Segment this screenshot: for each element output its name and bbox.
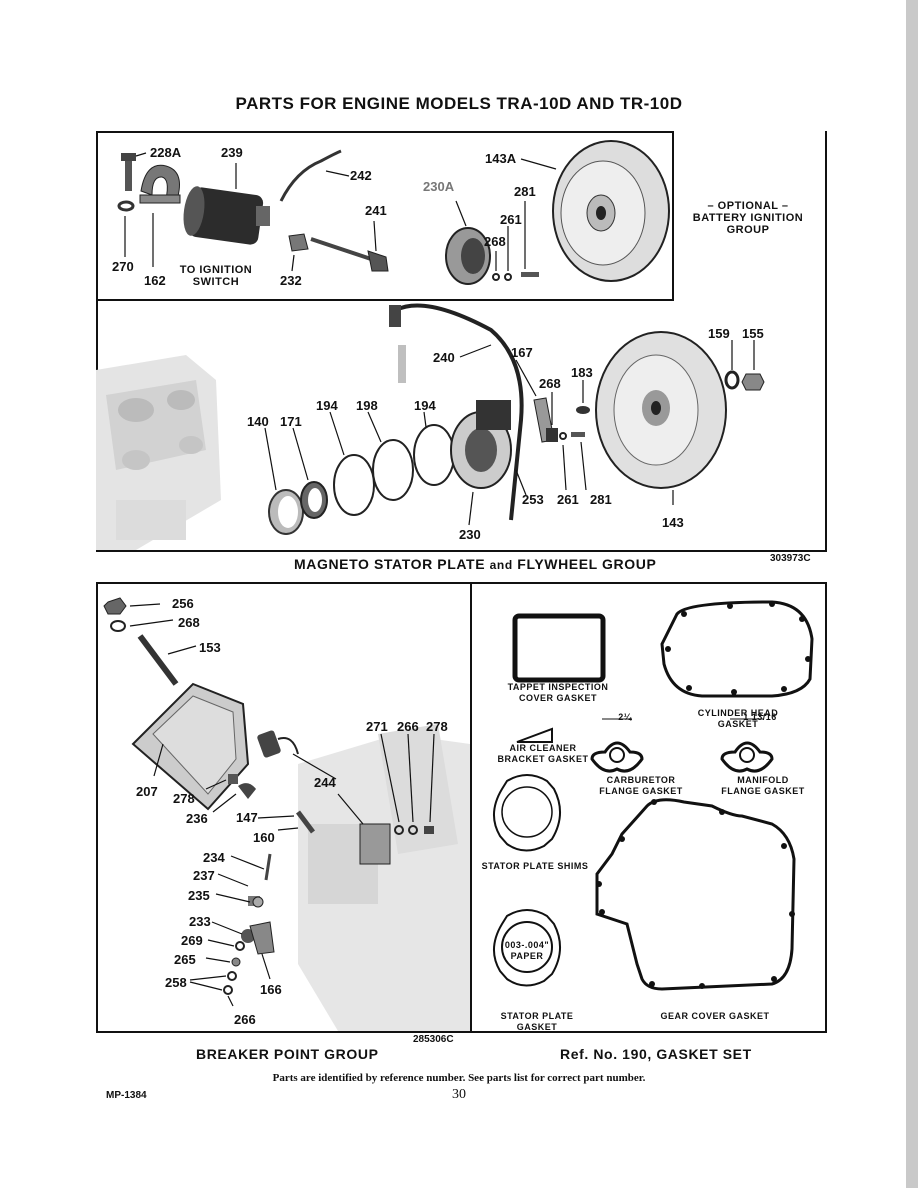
ref-261: 261 <box>500 212 522 227</box>
ref-236: 236 <box>186 811 208 826</box>
ref-266: 266 <box>397 719 419 734</box>
magneto-caption-suffix: FLYWHEEL GROUP <box>517 556 657 572</box>
ref-281-mag: 281 <box>590 492 612 507</box>
ref-270: 270 <box>112 259 134 274</box>
optional-battery-group-label: – OPTIONAL – BATTERY IGNITION GROUP <box>686 200 810 236</box>
ref-242: 242 <box>350 168 372 183</box>
ref-147: 147 <box>236 810 258 825</box>
ref-239: 239 <box>221 145 243 160</box>
ref-207: 207 <box>136 784 158 799</box>
ref-230a: 230A <box>423 179 455 194</box>
carburetor-gasket-label: CARBURETOR FLANGE GASKET <box>596 775 686 797</box>
carb-label-1: CARBURETOR <box>606 775 676 785</box>
ref-278-b: 278 <box>173 791 195 806</box>
footer-note: Parts are identified by reference number… <box>272 1072 646 1084</box>
paper-label-1: 003-.004" <box>504 940 550 950</box>
lower-panel-border <box>96 582 827 1033</box>
battery-ignition-text: BATTERY IGNITION <box>692 212 804 224</box>
ref-153: 153 <box>199 640 221 655</box>
manifold-dimension: 1 13/16 <box>743 712 777 722</box>
page-number: 30 <box>452 1087 466 1102</box>
magneto-illustration <box>96 303 765 550</box>
ref-232: 232 <box>280 273 302 288</box>
ref-230: 230 <box>459 527 481 542</box>
carburetor-dimension: 2¼ <box>618 712 632 722</box>
ref-235: 235 <box>188 888 210 903</box>
breaker-caption: BREAKER POINT GROUP <box>196 1046 379 1062</box>
manifold-label-2: FLANGE GASKET <box>721 786 805 796</box>
ref-281: 281 <box>514 184 536 199</box>
doc-code: MP-1384 <box>106 1090 147 1101</box>
switch-text: SWITCH <box>192 276 240 288</box>
ref-143a: 143A <box>485 151 517 166</box>
ref-237: 237 <box>193 868 215 883</box>
ref-160: 160 <box>253 830 275 845</box>
tappet-gasket-label: TAPPET INSPECTION COVER GASKET <box>503 682 613 704</box>
breaker-illustration <box>103 597 470 1031</box>
ref-253: 253 <box>522 492 544 507</box>
manifold-label-1: MANIFOLD <box>737 775 789 785</box>
magneto-caption-prefix: MAGNETO STATOR PLATE <box>294 556 486 572</box>
ref-233: 233 <box>189 914 211 929</box>
paper-label-2: PAPER <box>510 951 544 961</box>
cylinder-head-gasket-label: CYLINDER HEAD GASKET <box>697 708 779 729</box>
ref-140: 140 <box>247 414 269 429</box>
magneto-caption-and: and <box>489 558 513 572</box>
ref-244: 244 <box>314 775 336 790</box>
ref-268: 268 <box>484 234 506 249</box>
page-edge-shadow <box>906 0 918 1188</box>
ref-240: 240 <box>433 350 455 365</box>
air-cleaner-label-1: AIR CLEANER <box>509 743 577 753</box>
ref-278: 278 <box>426 719 448 734</box>
ref-271: 271 <box>366 719 388 734</box>
tappet-label-2: COVER GASKET <box>518 693 597 703</box>
ref-228a: 228A <box>150 145 182 160</box>
stator-shims-label: STATOR PLATE SHIMS <box>481 861 589 871</box>
ref-258: 258 <box>165 975 187 990</box>
to-ignition-switch-label: TO IGNITION SWITCH <box>176 264 256 288</box>
page-title: PARTS FOR ENGINE MODELS TRA-10D AND TR-1… <box>235 94 683 113</box>
manifold-gasket-label: MANIFOLD FLANGE GASKET <box>718 775 808 797</box>
ref-155: 155 <box>742 326 764 341</box>
paper-thickness-label: 003-.004" PAPER <box>498 940 556 962</box>
group-text: GROUP <box>726 224 770 236</box>
ref-167: 167 <box>511 345 533 360</box>
ref-234: 234 <box>203 850 225 865</box>
carb-label-2: FLANGE GASKET <box>599 786 683 796</box>
magneto-panel-border <box>96 131 827 552</box>
ref-194-b: 194 <box>414 398 436 413</box>
battery-ignition-illustration <box>117 140 670 285</box>
ref-166: 166 <box>260 982 282 997</box>
ref-171: 171 <box>280 414 302 429</box>
ref-266-b: 266 <box>234 1012 256 1027</box>
to-ignition-text: TO IGNITION <box>179 264 253 276</box>
ref-261-mag: 261 <box>557 492 579 507</box>
air-cleaner-label-2: BRACKET GASKET <box>497 754 589 764</box>
ref-198: 198 <box>356 398 378 413</box>
ref-162: 162 <box>144 273 166 288</box>
ref-183: 183 <box>571 365 593 380</box>
gasket-illustration <box>493 600 814 991</box>
ref-143: 143 <box>662 515 684 530</box>
ref-241: 241 <box>365 203 387 218</box>
magneto-caption: MAGNETO STATOR PLATE and FLYWHEEL GROUP <box>294 556 656 572</box>
ref-268-brk: 268 <box>178 615 200 630</box>
optional-text: – OPTIONAL – <box>707 200 789 212</box>
magneto-ref-code: 303973C <box>770 553 811 564</box>
gear-cover-gasket-label: GEAR COVER GASKET <box>660 1011 770 1021</box>
lower-panel-divider <box>470 582 472 1033</box>
tappet-label-1: TAPPET INSPECTION <box>507 682 609 692</box>
ref-159: 159 <box>708 326 730 341</box>
ref-265: 265 <box>174 952 196 967</box>
gasket-set-caption: Ref. No. 190, GASKET SET <box>560 1046 752 1062</box>
air-cleaner-gasket-label: AIR CLEANER BRACKET GASKET <box>496 743 590 765</box>
ref-268-mag: 268 <box>539 376 561 391</box>
ref-194-a: 194 <box>316 398 338 413</box>
ref-269: 269 <box>181 933 203 948</box>
ref-256: 256 <box>172 596 194 611</box>
breaker-ref-code: 285306C <box>413 1034 454 1045</box>
stator-gasket-label: STATOR PLATE GASKET <box>500 1011 574 1032</box>
